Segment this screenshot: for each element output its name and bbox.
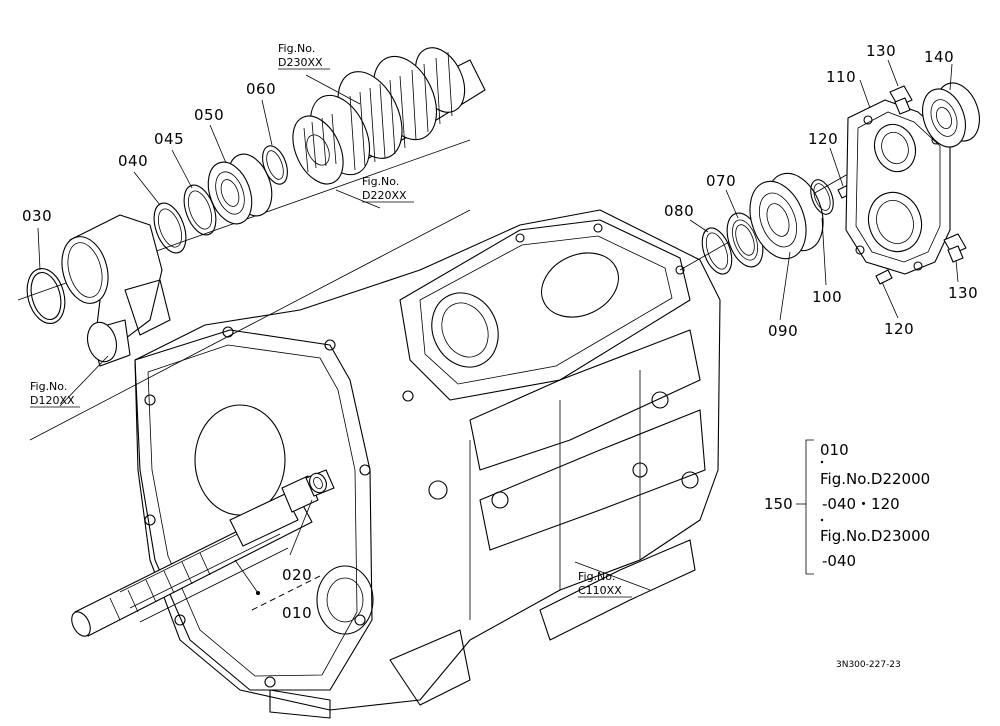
kit-legend: 150 010 Fig.No.D22000 -040・120 Fig.No.D2… [764, 439, 930, 575]
bearing-050 [207, 153, 273, 225]
part-label-060: 060 [246, 80, 276, 98]
part-label-040: 040 [118, 152, 148, 170]
bearing-140 [922, 82, 980, 148]
fig-c110-line2: C110XX [578, 584, 622, 597]
leader-lines [37, 59, 959, 611]
legend-line-3: -040・120 [822, 495, 900, 513]
bearing-090 [749, 172, 824, 260]
fig-d220-line2: D220XX [362, 189, 407, 202]
part-label-080: 080 [664, 202, 694, 220]
legend-line-5: -040 [822, 552, 856, 570]
bolt-130-lower [943, 233, 967, 263]
fig-c110-line1: Fig.No. [578, 570, 615, 583]
legend-line-4: Fig.No.D23000 [820, 527, 930, 545]
part-number-labels: 030 040 045 050 060 080 070 090 100 120 … [22, 42, 978, 622]
snap-ring-100 [810, 179, 834, 215]
part-label-090: 090 [768, 322, 798, 340]
part-label-030: 030 [22, 207, 52, 225]
fig-d220-line1: Fig.No. [362, 175, 399, 188]
figure-reference-labels: Fig.No. D230XX Fig.No. D220XX Fig.No. D1… [30, 42, 632, 598]
part-label-070: 070 [706, 172, 736, 190]
part-label-045: 045 [154, 130, 184, 148]
legend-line-2: Fig.No.D22000 [820, 470, 930, 488]
snap-ring-030 [26, 268, 66, 324]
fig-d120-line1: Fig.No. [30, 380, 67, 393]
part-label-120-upper: 120 [808, 130, 838, 148]
ring-080 [701, 227, 733, 275]
fig-d230-line2: D230XX [278, 56, 323, 69]
bolt-130-upper [889, 85, 913, 115]
sleeve-020 [305, 469, 335, 497]
fig-d120-line2: D120XX [30, 394, 75, 407]
part-label-010: 010 [282, 604, 312, 622]
part-label-130-upper: 130 [866, 42, 896, 60]
washer-040 [153, 202, 187, 254]
gear-assembly [292, 47, 486, 185]
bearing-housing [61, 214, 171, 367]
main-shaft [71, 475, 319, 637]
part-label-020: 020 [282, 566, 312, 584]
part-label-100: 100 [812, 288, 842, 306]
pin-120-lower [875, 269, 893, 285]
ring-060 [262, 145, 288, 185]
part-label-130-lower: 130 [948, 284, 978, 302]
part-label-120-lower: 120 [884, 320, 914, 338]
fig-d230-line1: Fig.No. [278, 42, 315, 55]
legend-line-1: 010 [820, 441, 849, 459]
part-label-050: 050 [194, 106, 224, 124]
transmission-case [134, 209, 721, 719]
part-label-140: 140 [924, 48, 954, 66]
part-label-110: 110 [826, 68, 856, 86]
drawing-reference-number: 3N300-227-23 [836, 660, 901, 670]
legend-number: 150 [764, 495, 793, 513]
